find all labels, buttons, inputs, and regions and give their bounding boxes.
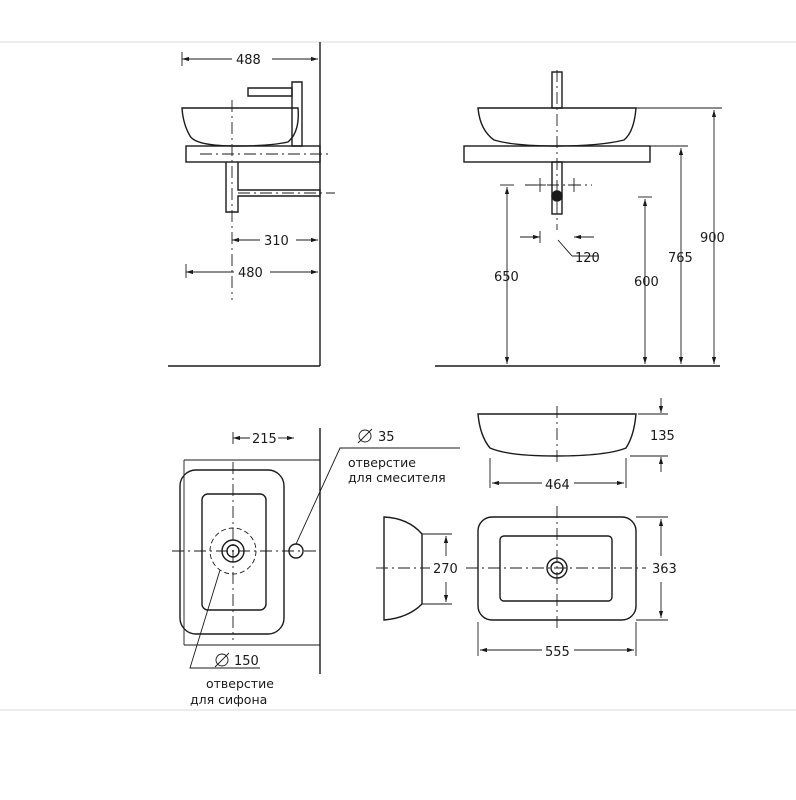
plan-basin-inner (201, 493, 267, 611)
label-drain-hole-1: отверстие (206, 676, 274, 691)
dim-215: 215 (252, 432, 277, 447)
dim-765: 765 (668, 251, 693, 266)
plan-view: 215 35 отверстие для смесителя 150 отвер… (172, 428, 460, 707)
side-bowl (181, 107, 299, 147)
label-mixer-hole-2: для смесителя (348, 470, 446, 485)
dim-drain-150: 150 (234, 654, 259, 669)
dim-464: 464 (545, 478, 570, 493)
dim-600: 600 (634, 275, 659, 290)
dim-270: 270 (433, 562, 458, 577)
side-section-bowl (383, 516, 423, 621)
elevation-bowl (477, 413, 637, 457)
dim-135: 135 (650, 429, 675, 444)
dim-310: 310 (264, 234, 289, 249)
dim-363: 363 (652, 562, 677, 577)
dim-488: 488 (236, 53, 261, 68)
basin-plan: 363 555 (466, 506, 677, 660)
basin-plan-inner (499, 535, 613, 602)
basin-side-section: 270 (376, 516, 458, 621)
basin-elevation: 135 464 (477, 398, 675, 493)
dim-650: 650 (494, 270, 519, 285)
front-view: 120 650 600 765 900 (435, 70, 725, 367)
dim-480: 480 (238, 266, 263, 281)
dim-120: 120 (575, 251, 600, 266)
label-mixer-hole-1: отверстие (348, 455, 416, 470)
side-view: 488 310 480 (168, 42, 335, 367)
dim-mixer-35: 35 (378, 430, 395, 445)
label-drain-hole-2: для сифона (190, 692, 267, 707)
plan-basin-outer (179, 469, 285, 635)
dim-900: 900 (700, 231, 725, 246)
dim-555: 555 (545, 645, 570, 660)
side-siphon (225, 162, 321, 213)
side-faucet-spout (247, 87, 293, 97)
